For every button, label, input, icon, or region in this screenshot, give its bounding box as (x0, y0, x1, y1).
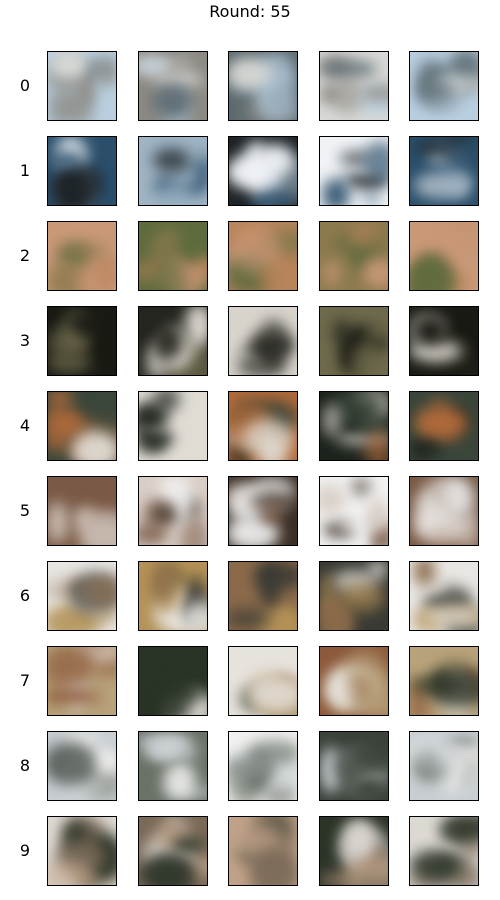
sample-image (138, 731, 208, 801)
row-label-6: 6 (19, 586, 31, 605)
sample-image (138, 51, 208, 121)
sample-image (47, 51, 117, 121)
row-label-3: 3 (19, 331, 31, 350)
sample-image (228, 306, 298, 376)
sample-image (319, 221, 389, 291)
sample-image (409, 306, 479, 376)
sample-image (319, 816, 389, 886)
row-label-4: 4 (19, 416, 31, 435)
sample-image (138, 306, 208, 376)
sample-image (409, 136, 479, 206)
row-label-5: 5 (19, 501, 31, 520)
sample-image (319, 476, 389, 546)
figure-title: Round: 55 (209, 2, 291, 21)
sample-image (228, 51, 298, 121)
sample-image (319, 731, 389, 801)
row-label-7: 7 (19, 671, 31, 690)
sample-image (409, 51, 479, 121)
sample-image (138, 646, 208, 716)
sample-image (228, 646, 298, 716)
row-label-0: 0 (19, 76, 31, 95)
sample-image (47, 731, 117, 801)
row-label-8: 8 (19, 756, 31, 775)
sample-image (409, 221, 479, 291)
sample-image (228, 561, 298, 631)
sample-image (319, 391, 389, 461)
sample-image (319, 646, 389, 716)
sample-image (47, 816, 117, 886)
row-label-2: 2 (19, 246, 31, 265)
sample-image (138, 476, 208, 546)
sample-image (228, 136, 298, 206)
sample-image (409, 646, 479, 716)
sample-image (47, 136, 117, 206)
sample-image (138, 816, 208, 886)
sample-image (47, 646, 117, 716)
sample-image (138, 221, 208, 291)
sample-image (47, 306, 117, 376)
sample-image (228, 476, 298, 546)
sample-image (138, 391, 208, 461)
sample-image (47, 476, 117, 546)
sample-image (409, 561, 479, 631)
sample-image (138, 561, 208, 631)
sample-image (138, 136, 208, 206)
sample-image (409, 391, 479, 461)
sample-image (47, 561, 117, 631)
sample-image (409, 816, 479, 886)
sample-image (409, 476, 479, 546)
sample-image (228, 221, 298, 291)
sample-image (319, 136, 389, 206)
sample-image (319, 51, 389, 121)
sample-image (47, 391, 117, 461)
sample-image (319, 306, 389, 376)
sample-image (228, 816, 298, 886)
row-label-1: 1 (19, 161, 31, 180)
sample-image (47, 221, 117, 291)
sample-image (228, 391, 298, 461)
row-label-9: 9 (19, 841, 31, 860)
sample-image (319, 561, 389, 631)
sample-image (409, 731, 479, 801)
sample-image (228, 731, 298, 801)
